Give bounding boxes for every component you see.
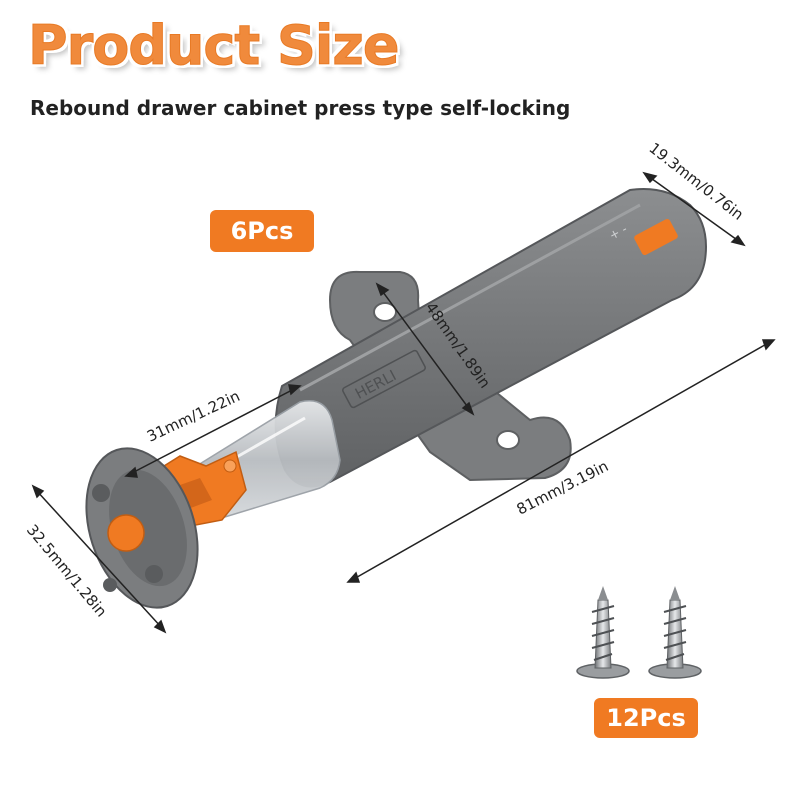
screws-badge: 12Pcs: [594, 698, 698, 738]
dimension-lines: [31, 171, 776, 634]
dimension-plunger-label: 31mm/1.22in: [144, 387, 243, 446]
lock-switch: [634, 218, 678, 256]
bumper-pad: [85, 447, 199, 609]
screw-hole-icon: [373, 302, 397, 322]
screw-hole-icon: [496, 430, 520, 450]
screw-icon: [576, 586, 630, 679]
screw-icon: [648, 586, 702, 679]
latch-body: + - HERLI: [274, 188, 707, 488]
pieces-badge: 6Pcs: [210, 210, 314, 252]
page-title: Product Size: [27, 14, 399, 78]
page-subtitle: Rebound drawer cabinet press type self-l…: [30, 96, 571, 120]
